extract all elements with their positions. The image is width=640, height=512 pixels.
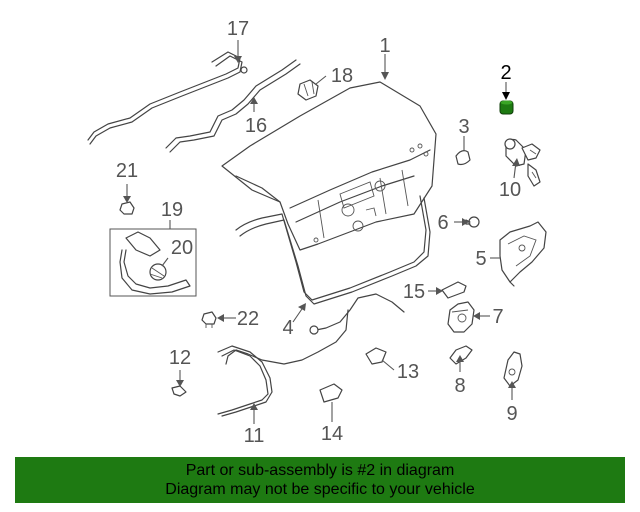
banner-line-1: Part or sub-assembly is #2 in diagram <box>185 462 455 479</box>
callout-15: 15 <box>403 281 425 303</box>
banner-line-2: Diagram may not be specific to your vehi… <box>165 481 475 498</box>
part-9-mechanism <box>503 351 523 387</box>
part-8-striker <box>449 345 473 365</box>
callout-21: 21 <box>116 160 138 182</box>
part-16-rod <box>165 59 301 153</box>
callout-labels: 1 2 3 10 6 5 15 7 8 9 11 12 13 14 4 22 2… <box>116 18 521 447</box>
callout-16: 16 <box>245 115 267 137</box>
callout-1: 1 <box>379 35 390 57</box>
callout-20: 20 <box>171 237 193 259</box>
part-3-grommet <box>455 150 471 166</box>
part-7-latch <box>447 301 475 333</box>
callout-14: 14 <box>321 423 343 445</box>
part-1-trunk-lid <box>221 81 437 251</box>
callout-9: 9 <box>506 403 517 425</box>
part-4-weatherstrip <box>235 195 431 305</box>
part-17-rod <box>87 51 248 145</box>
part-11-strip <box>217 345 273 417</box>
part-12-clip <box>171 385 187 397</box>
part-15-piece <box>441 281 467 299</box>
callout-5: 5 <box>475 248 486 270</box>
release-cable <box>225 293 405 365</box>
vehicle-notice-banner: Part or sub-assembly is #2 in diagram Di… <box>15 457 625 503</box>
callout-10: 10 <box>499 179 521 201</box>
callout-6: 6 <box>437 212 448 234</box>
callout-3: 3 <box>458 116 469 138</box>
leader-lines <box>123 40 520 424</box>
callout-4: 4 <box>282 317 293 339</box>
part-13-clip <box>365 347 387 365</box>
part-19-inset-box <box>109 228 197 297</box>
part-22-bolt <box>201 311 217 328</box>
callout-12: 12 <box>169 347 191 369</box>
part-14-pad <box>319 383 343 403</box>
part-18-clip <box>297 79 319 101</box>
callout-7: 7 <box>492 306 503 328</box>
parts-diagram: 1 2 3 10 6 5 15 7 8 9 11 12 13 14 4 22 2… <box>87 18 547 447</box>
callout-22: 22 <box>237 308 259 330</box>
callout-18: 18 <box>331 65 353 87</box>
part-21-bolt <box>119 201 135 215</box>
part-2-highlighted <box>499 100 514 115</box>
part-10-lock-cylinder <box>504 138 541 187</box>
callout-2: 2 <box>500 62 511 84</box>
callout-17: 17 <box>227 18 249 40</box>
callout-11: 11 <box>244 425 265 447</box>
callout-19: 19 <box>161 199 183 221</box>
part-5-bracket <box>499 221 547 287</box>
callout-8: 8 <box>454 375 465 397</box>
callout-13: 13 <box>397 361 419 383</box>
